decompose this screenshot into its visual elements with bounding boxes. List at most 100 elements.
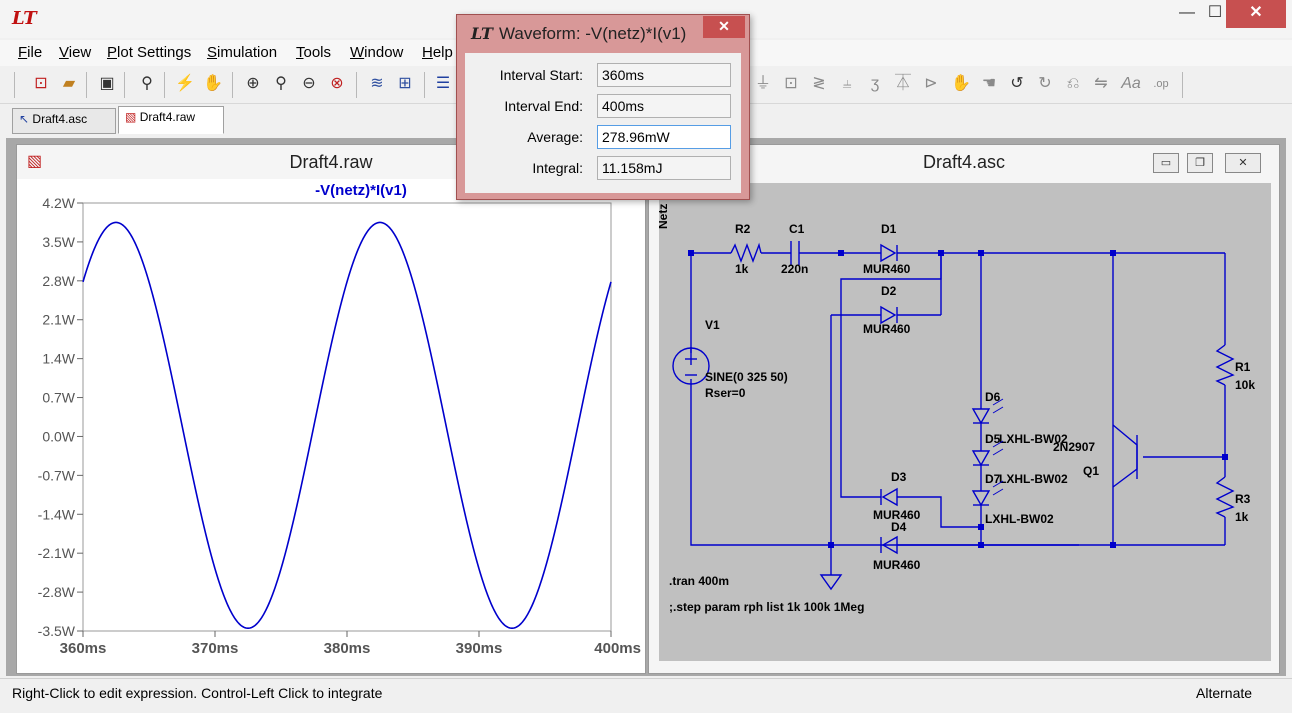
value-r3[interactable]: 1k (1235, 510, 1249, 524)
label-d3[interactable]: D3 (891, 470, 907, 484)
trace-label[interactable]: -V(netz)*I(v1) (315, 182, 407, 199)
value-q1[interactable]: 2N2907 (1053, 440, 1095, 454)
label-c1[interactable]: C1 (789, 222, 805, 236)
spice-directive-icon[interactable]: .op (1153, 78, 1169, 90)
schematic-drawing[interactable]: Netz R2 1k C1 220n D1 MUR460 D2 MUR460 D… (656, 183, 1271, 661)
maximize-button[interactable]: ☐ (1207, 4, 1223, 21)
rotate-icon[interactable]: ⎌ (1066, 75, 1080, 92)
interval-start-label: Interval Start: (499, 67, 583, 83)
schematic-canvas[interactable]: Netz R2 1k C1 220n D1 MUR460 D2 MUR460 D… (656, 183, 1271, 661)
trace-line[interactable] (82, 221, 612, 630)
value-v1[interactable]: SINE(0 325 50) (705, 370, 788, 384)
menu-window[interactable]: Window (350, 44, 404, 61)
capacitor-icon[interactable]: ⫨ (842, 75, 852, 92)
menu-view[interactable]: View (59, 44, 92, 61)
menu-plot-settings[interactable]: Plot Settings (107, 44, 192, 61)
label-q1[interactable]: Q1 (1083, 464, 1099, 478)
y-tick-label: -0.7W (38, 467, 76, 483)
tile-icon[interactable]: ☰ (435, 75, 451, 92)
open-folder-icon[interactable]: ▰ (62, 75, 76, 92)
step-directive[interactable]: ;.step param rph list 1k 100k 1Meg (669, 600, 864, 614)
tab-draft4-raw[interactable]: ▧ Draft4.raw (118, 106, 224, 134)
net-label-netz[interactable]: Netz (656, 204, 670, 229)
value-r1[interactable]: 10k (1235, 378, 1255, 392)
schematic-close-button[interactable]: ✕ (1225, 153, 1261, 173)
waveform-dialog[interactable]: LT Waveform: -V(netz)*I(v1) ✕ Interval S… (456, 14, 750, 200)
label-d2[interactable]: D2 (881, 284, 897, 298)
label-r2[interactable]: R2 (735, 222, 751, 236)
schematic-minimize-button[interactable]: ▭ (1153, 153, 1179, 173)
label-d5[interactable]: D5 (985, 432, 1001, 446)
value-v1-rser[interactable]: Rser=0 (705, 386, 746, 400)
integral-field[interactable]: 11.158mJ (597, 156, 731, 180)
ground-icon[interactable]: ⏚ (754, 75, 771, 92)
component-icon[interactable]: ⊳ (924, 75, 938, 92)
menu-file[interactable]: File (18, 44, 43, 61)
label-d1[interactable]: D1 (881, 222, 897, 236)
value-r2[interactable]: 1k (735, 262, 749, 276)
value-c1[interactable]: 220n (781, 262, 808, 276)
schematic-labels: Netz R2 1k C1 220n D1 MUR460 D2 MUR460 D… (656, 204, 1255, 614)
interval-start-field[interactable]: 360ms (597, 63, 731, 87)
interval-end-field[interactable]: 400ms (597, 94, 731, 118)
pan-hand-icon[interactable]: ✋ (203, 75, 223, 92)
dialog-close-button[interactable]: ✕ (703, 16, 745, 38)
y-axis: 4.2W3.5W2.8W2.1W1.4W0.7W0.0W-0.7W-1.4W-2… (38, 195, 83, 639)
drag-icon[interactable]: ☚ (981, 75, 997, 92)
average-label: Average: (527, 129, 583, 145)
waveform-window-title: Draft4.raw (289, 152, 373, 172)
redo-icon[interactable]: ↻ (1038, 75, 1052, 92)
menu-simulation[interactable]: Simulation (207, 44, 278, 61)
mirror-icon[interactable]: ⇋ (1094, 75, 1108, 92)
resistor-icon[interactable]: ≷ (812, 75, 826, 92)
schematic-restore-button[interactable]: ❐ (1187, 153, 1213, 173)
value-d3[interactable]: MUR460 (873, 508, 921, 522)
label-d6[interactable]: D6 (985, 390, 1001, 404)
run-icon[interactable]: ⚡ (175, 75, 195, 92)
plot-grid-icon[interactable]: ⊞ (398, 75, 412, 92)
waveform-chart[interactable]: -V(netz)*I(v1) 4.2W3.5W2.8W2.1W1.4W0.7W0… (17, 179, 645, 673)
label-r1[interactable]: R1 (1235, 360, 1251, 374)
menu-tools[interactable]: Tools (296, 44, 332, 61)
y-tick-label: 4.2W (42, 195, 75, 211)
undo-icon[interactable]: ↺ (1010, 75, 1024, 92)
zoom-fit-icon[interactable]: ⊖ (302, 75, 316, 92)
value-d4[interactable]: MUR460 (873, 558, 921, 572)
zoom-in-icon[interactable]: ⊕ (246, 75, 260, 92)
schematic-window[interactable]: Draft4.asc ▭ ❐ ✕ (648, 144, 1280, 674)
cancel-zoom-icon[interactable]: ⊗ (330, 75, 344, 92)
value-d2[interactable]: MUR460 (863, 322, 911, 336)
label-d7[interactable]: D7 (985, 472, 1001, 486)
zoom-out-icon[interactable]: ⚲ (275, 75, 287, 92)
probe-icon[interactable]: ⚲ (141, 75, 153, 92)
save-icon[interactable]: ▣ (99, 75, 115, 92)
diode-icon[interactable]: ⏄ (894, 75, 911, 92)
schematic-window-title: Draft4.asc (922, 152, 1006, 172)
label-net-icon[interactable]: ⊡ (784, 75, 798, 92)
move-icon[interactable]: ✋ (951, 75, 971, 92)
minimize-button[interactable]: — (1179, 4, 1195, 21)
average-field[interactable]: 278.96mW (597, 125, 731, 149)
new-schematic-icon[interactable]: ⊡ (34, 75, 48, 92)
menu-help[interactable]: Help (422, 44, 453, 61)
value-led2[interactable]: LXHL-BW02 (999, 472, 1068, 486)
x-tick-label: 390ms (456, 640, 503, 657)
tab-draft4-asc[interactable]: ↖ Draft4.asc (12, 108, 116, 134)
label-r3[interactable]: R3 (1235, 492, 1251, 506)
label-d4[interactable]: D4 (891, 520, 907, 534)
inductor-icon[interactable]: ʒ (870, 75, 880, 92)
value-led3[interactable]: LXHL-BW02 (985, 512, 1054, 526)
status-message: Right-Click to edit expression. Control-… (12, 685, 383, 701)
schematic-wires (672, 241, 1235, 591)
label-v1[interactable]: V1 (705, 318, 720, 332)
close-button[interactable]: ✕ (1226, 0, 1286, 28)
value-led1[interactable]: LXHL-BW02 (999, 432, 1068, 446)
status-bar: Right-Click to edit expression. Control-… (0, 678, 1292, 713)
text-icon[interactable]: Aa (1121, 75, 1141, 92)
waveform-icon: ▧ (125, 110, 137, 124)
value-d1[interactable]: MUR460 (863, 262, 911, 276)
tran-directive[interactable]: .tran 400m (669, 574, 729, 588)
plot-pane-icon[interactable]: ≋ (370, 75, 384, 92)
